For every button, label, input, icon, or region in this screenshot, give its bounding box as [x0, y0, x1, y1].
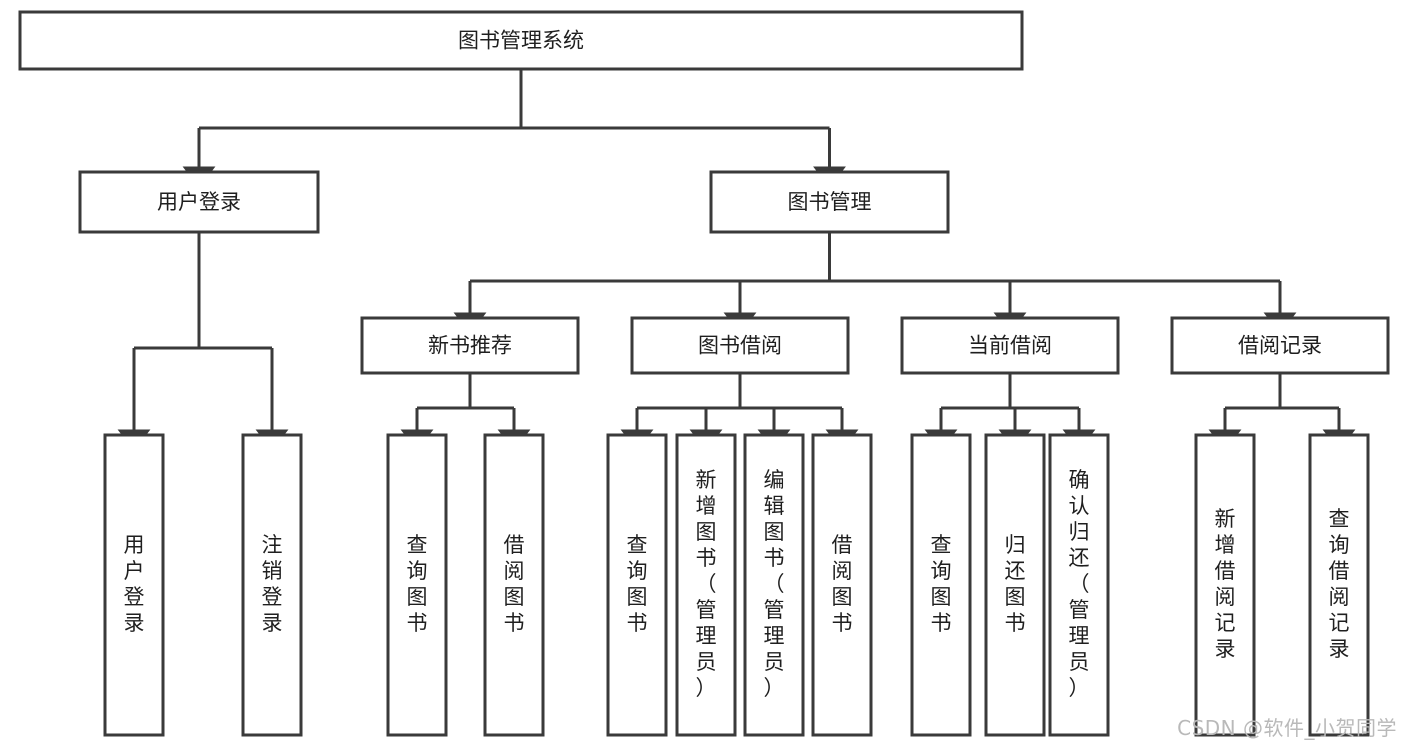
connector-current: [924, 373, 1096, 451]
node-l-q3[interactable]: 查询图书: [910, 433, 972, 737]
node-label-l-q2: 查询图书: [627, 533, 648, 635]
connector-layer: [117, 69, 1356, 451]
node-label-l-logout: 注销登录: [262, 533, 283, 635]
node-newbook[interactable]: 新书推荐: [360, 316, 580, 375]
node-box-root: [18, 10, 1024, 71]
connector-bookmgmt: [453, 232, 1297, 334]
node-label-l-conf: 确认归还（管理员）: [1069, 468, 1090, 700]
node-label-l-addrec: 新增借阅记录: [1215, 507, 1236, 661]
node-borrow[interactable]: 图书借阅: [630, 316, 850, 375]
node-label-l-b1: 借阅图书: [504, 533, 525, 635]
node-login[interactable]: 用户登录: [78, 170, 320, 234]
node-box-l-edit: [743, 433, 805, 737]
node-box-l-qrec: [1308, 433, 1370, 737]
node-box-bookmgmt: [709, 170, 950, 234]
node-label-l-add: 新增图书（管理员）: [696, 468, 717, 700]
node-label-l-ret: 归还图书: [1005, 533, 1026, 635]
node-l-addrec[interactable]: 新增借阅记录: [1194, 433, 1256, 737]
node-l-login[interactable]: 用户登录: [103, 433, 165, 737]
node-box-l-b2: [811, 433, 873, 737]
node-box-l-q2: [606, 433, 668, 737]
node-label-borrow: 图书借阅: [698, 334, 782, 358]
node-l-edit[interactable]: 编辑图书（管理员）: [743, 433, 805, 737]
node-label-l-q1: 查询图书: [407, 533, 428, 635]
connector-login: [117, 232, 289, 451]
node-box-records: [1170, 316, 1390, 375]
node-box-current: [900, 316, 1120, 375]
node-label-current: 当前借阅: [968, 334, 1052, 358]
node-box-l-conf: [1048, 433, 1110, 737]
node-l-conf[interactable]: 确认归还（管理员）: [1048, 433, 1110, 737]
node-l-add[interactable]: 新增图书（管理员）: [675, 433, 737, 737]
connector-records: [1208, 373, 1356, 451]
node-l-q2[interactable]: 查询图书: [606, 433, 668, 737]
node-box-l-q1: [386, 433, 448, 737]
node-box-borrow: [630, 316, 850, 375]
node-label-root: 图书管理系统: [458, 29, 584, 53]
node-current[interactable]: 当前借阅: [900, 316, 1120, 375]
node-box-newbook: [360, 316, 580, 375]
node-l-logout[interactable]: 注销登录: [241, 433, 303, 737]
node-label-bookmgmt: 图书管理: [788, 190, 872, 214]
watermark-label: CSDN @软件_小贺同学: [1177, 716, 1397, 740]
node-label-l-qrec: 查询借阅记录: [1329, 507, 1350, 661]
node-box-l-logout: [241, 433, 303, 737]
node-l-b2[interactable]: 借阅图书: [811, 433, 873, 737]
connector-borrow: [620, 373, 859, 451]
node-box-l-b1: [483, 433, 545, 737]
node-label-l-q3: 查询图书: [931, 533, 952, 635]
node-box-l-q3: [910, 433, 972, 737]
node-bookmgmt[interactable]: 图书管理: [709, 170, 950, 234]
node-box-l-addrec: [1194, 433, 1256, 737]
node-label-login: 用户登录: [157, 190, 241, 214]
node-label-records: 借阅记录: [1238, 334, 1322, 358]
node-label-l-b2: 借阅图书: [832, 533, 853, 635]
node-l-qrec[interactable]: 查询借阅记录: [1308, 433, 1370, 737]
connector-newbook: [400, 373, 531, 451]
connector-root: [182, 69, 846, 188]
node-layer: 图书管理系统用户登录图书管理新书推荐图书借阅当前借阅借阅记录用户登录注销登录查询…: [18, 10, 1390, 737]
node-box-l-ret: [984, 433, 1046, 737]
node-box-l-login: [103, 433, 165, 737]
node-box-l-add: [675, 433, 737, 737]
node-root[interactable]: 图书管理系统: [18, 10, 1024, 71]
node-label-newbook: 新书推荐: [428, 334, 512, 358]
node-box-login: [78, 170, 320, 234]
node-l-ret[interactable]: 归还图书: [984, 433, 1046, 737]
node-label-l-login: 用户登录: [124, 533, 145, 635]
node-l-q1[interactable]: 查询图书: [386, 433, 448, 737]
node-records[interactable]: 借阅记录: [1170, 316, 1390, 375]
node-label-l-edit: 编辑图书（管理员）: [764, 468, 785, 700]
node-l-b1[interactable]: 借阅图书: [483, 433, 545, 737]
